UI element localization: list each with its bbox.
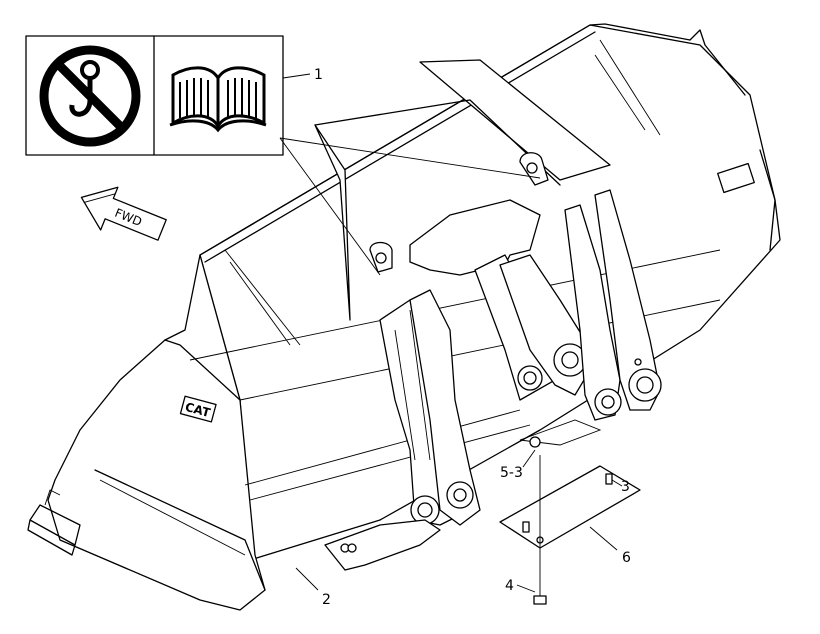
- operator-manual-book-icon: [169, 66, 267, 133]
- spill-guard-lower: [314, 124, 351, 321]
- bolt-4: [533, 455, 547, 605]
- callout-2: 2: [322, 592, 331, 608]
- bucket-side-wall: [47, 254, 266, 611]
- bolt-3-left: [522, 521, 530, 533]
- leader-lines: [279, 73, 623, 593]
- bucket-top-edge: [199, 23, 691, 263]
- center-bracket: [409, 199, 561, 401]
- side-plate-window: [717, 162, 755, 194]
- right-arm-bracket-2: [594, 189, 661, 411]
- bolt-head: [533, 595, 547, 605]
- linkage-brackets: [324, 189, 662, 571]
- callout-labels: 1 2 3 4 5-3 6: [314, 67, 631, 608]
- callout-5-3: 5-3: [500, 465, 523, 481]
- cat-logo-text: CAT: [184, 400, 213, 420]
- plate-6: [499, 465, 641, 549]
- left-arm-bracket-2: [409, 289, 481, 526]
- fwd-direction-arrow: FWD: [80, 186, 167, 241]
- callout-3: 3: [621, 479, 630, 495]
- callout-6: 6: [622, 550, 631, 566]
- callout-1: 1: [314, 67, 323, 83]
- bolt-3-right: [605, 473, 613, 485]
- cat-logo: CAT: [179, 395, 217, 423]
- no-lifting-hook-icon: [39, 45, 141, 147]
- lifting-eyes: [369, 152, 549, 273]
- callout-4: 4: [505, 578, 514, 594]
- warning-decal: [25, 35, 284, 156]
